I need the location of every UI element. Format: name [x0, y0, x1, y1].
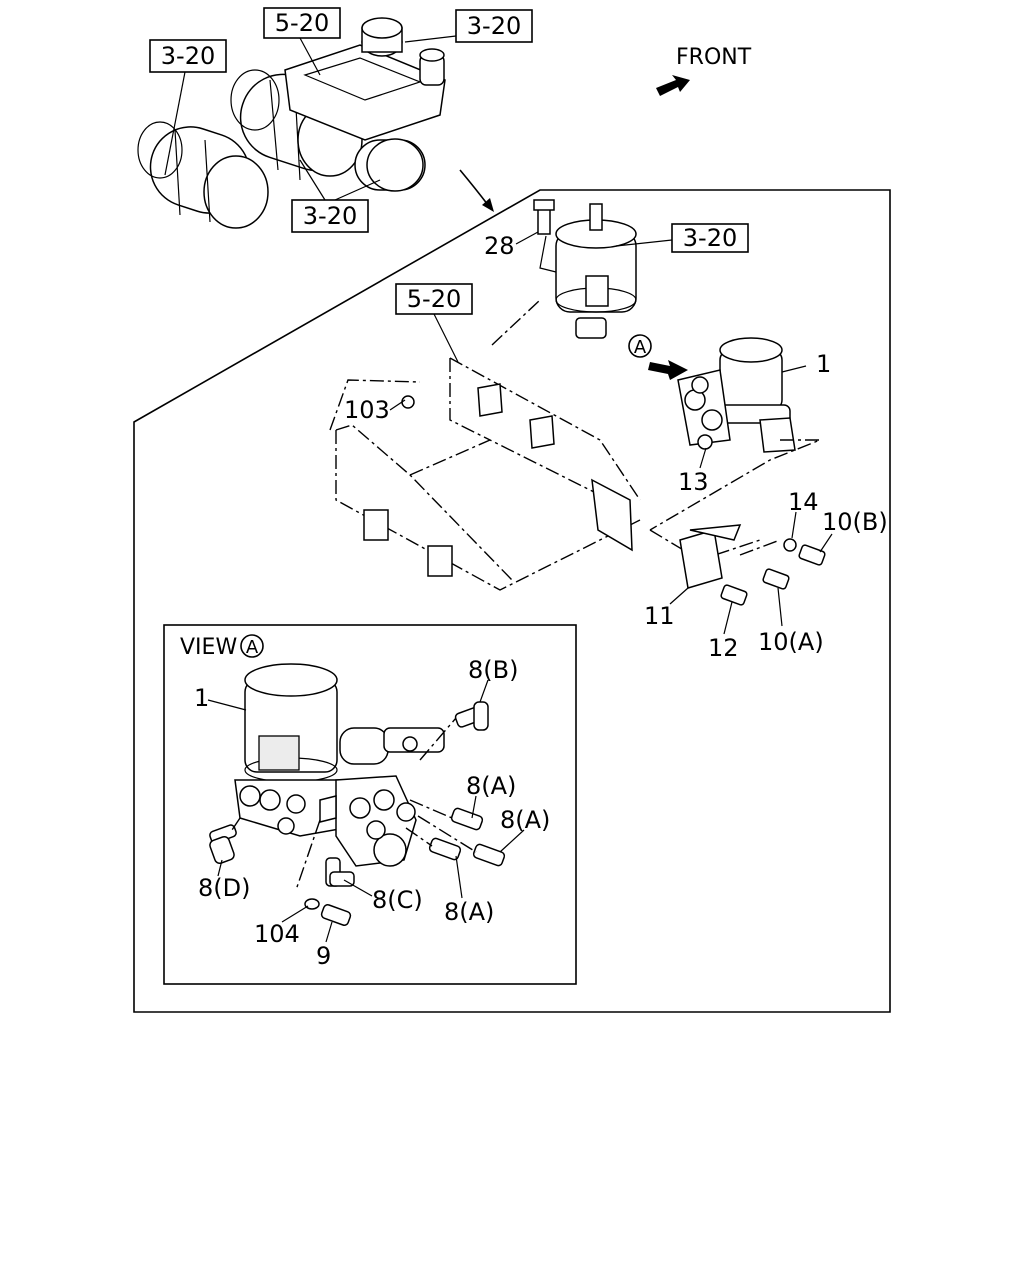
- mounting-tray: [329, 299, 641, 591]
- fittings: [209, 701, 506, 926]
- reference-box-3-20-detail: 3-20: [671, 223, 749, 253]
- view-callout-8c: 8(C): [372, 886, 423, 914]
- detail-border: [133, 189, 891, 1013]
- view-callout-8d: 8(D): [198, 874, 250, 902]
- callout-1: 1: [816, 350, 831, 378]
- detail-air-tank: [533, 199, 673, 339]
- view-callout-1: 1: [194, 684, 209, 712]
- reference-box-3-20-top-right: 3-20: [455, 9, 533, 43]
- callout-13: 13: [678, 468, 709, 496]
- left-air-tank: [137, 121, 269, 229]
- overview-frame: [284, 17, 446, 141]
- reference-box-3-20-bottom: 3-20: [291, 199, 369, 233]
- dryer-cartridge: [244, 663, 338, 783]
- ref-label: 3-20: [683, 224, 737, 252]
- view-direction-arrow-icon: [648, 360, 688, 380]
- callout-10b: 10(B): [822, 508, 888, 536]
- front-indicator: FRONT: [656, 45, 752, 96]
- valve-body: [234, 727, 445, 867]
- view-callout-8a: 8(A): [500, 806, 550, 834]
- ref-label: 3-20: [303, 202, 357, 230]
- reference-box-3-20-left: 3-20: [149, 39, 227, 73]
- callout-14: 14: [788, 488, 819, 516]
- view-a-inset: VIEW A: [163, 624, 577, 985]
- callout-103: 103: [344, 396, 390, 424]
- bracket-hardware: [401, 395, 826, 606]
- view-callout-8b: 8(B): [468, 656, 518, 684]
- front-label: FRONT: [676, 45, 752, 70]
- front-arrow-icon: [656, 75, 690, 96]
- marker-letter: A: [634, 337, 647, 358]
- ref-label: 5-20: [275, 9, 329, 37]
- reference-box-5-20-detail: 5-20: [395, 283, 473, 315]
- view-callout-8a: 8(A): [466, 772, 516, 800]
- ref-label: 5-20: [407, 285, 461, 313]
- callout-10a: 10(A): [758, 628, 824, 656]
- view-callout-9: 9: [316, 942, 331, 970]
- callout-11: 11: [644, 602, 675, 630]
- callout-28: 28: [484, 232, 515, 260]
- view-a-marker: A: [628, 334, 688, 380]
- view-title: VIEW: [180, 635, 237, 660]
- ref-label: 3-20: [467, 12, 521, 40]
- view-marker-letter: A: [246, 637, 259, 658]
- air-dryer-assembly: [649, 337, 821, 561]
- callout-12: 12: [708, 634, 739, 662]
- view-callout-8a: 8(A): [444, 898, 494, 926]
- overview-assembly: [137, 17, 494, 229]
- reference-box-5-20-top: 5-20: [263, 7, 341, 39]
- ref-label: 3-20: [161, 42, 215, 70]
- view-callout-104: 104: [254, 920, 300, 948]
